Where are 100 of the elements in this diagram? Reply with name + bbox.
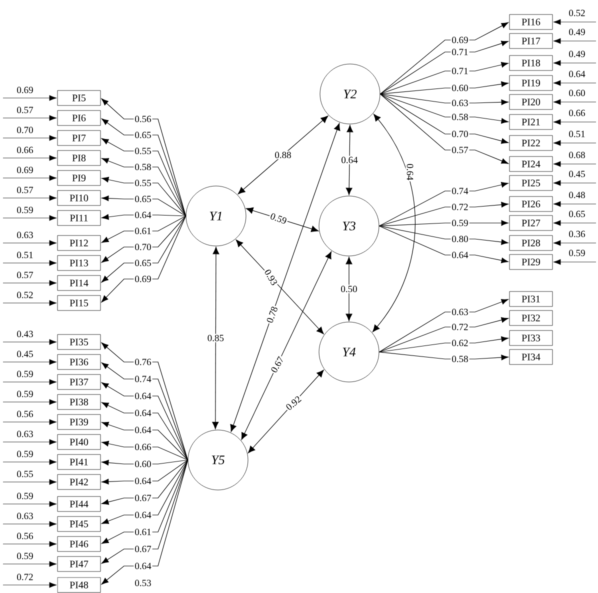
indicator-box: PI6 <box>57 110 101 126</box>
edge-label: 0.59 <box>17 492 33 500</box>
edge-label: 0.63 <box>17 512 33 520</box>
arrow <box>102 216 186 243</box>
arrow <box>241 251 332 440</box>
arrow <box>553 19 596 25</box>
arrow <box>380 81 508 94</box>
edge-label: 0.60 <box>134 460 152 468</box>
indicator-box: PI42 <box>57 474 101 490</box>
arrow <box>2 339 57 345</box>
indicator-box: PI26 <box>509 196 553 212</box>
indicator-box: PI9 <box>57 170 101 186</box>
edge-label: 0.85 <box>206 334 225 342</box>
arrow <box>102 460 188 524</box>
edge-label: 0.61 <box>134 226 152 236</box>
arrow <box>101 382 188 460</box>
arrow <box>2 155 57 161</box>
arrow <box>378 182 508 226</box>
arrow <box>2 115 57 121</box>
arrow <box>553 80 596 86</box>
arrow <box>553 140 596 146</box>
edge-label: 0.78 <box>265 304 280 325</box>
edge-label: 0.58 <box>134 162 152 172</box>
arrow <box>553 240 596 246</box>
indicator-box: PI19 <box>509 75 553 91</box>
arrow <box>378 352 508 360</box>
arrow <box>378 202 508 226</box>
edge-label: 0.64 <box>134 510 152 520</box>
arrow <box>2 215 57 221</box>
arrow <box>2 479 57 485</box>
arrow <box>2 175 57 181</box>
edge-label: 0.60 <box>569 90 585 96</box>
arrow <box>102 440 188 460</box>
edge-label: 0.64 <box>340 156 359 164</box>
indicator-box: PI22 <box>509 135 553 151</box>
edge-label: 0.74 <box>134 374 152 384</box>
edge-label: 0.59 <box>268 211 289 226</box>
indicator-box: PI46 <box>57 536 101 552</box>
edge-label: 0.70 <box>134 242 152 252</box>
arrow <box>102 460 188 544</box>
edge-label: 0.52 <box>569 10 585 16</box>
indicator-box: PI32 <box>509 310 553 326</box>
edge-label: 0.64 <box>134 210 152 220</box>
edge-label: 0.72 <box>450 202 470 212</box>
edge-label: 0.55 <box>134 178 152 188</box>
edge-label: 0.64 <box>134 476 152 486</box>
indicator-box: PI5 <box>57 90 101 106</box>
arrow <box>102 214 186 220</box>
edge-label: 0.36 <box>569 230 586 238</box>
edge-label: 0.59 <box>450 218 470 228</box>
edge-label: 0.59 <box>17 552 33 560</box>
edge-label: 0.57 <box>450 146 470 154</box>
indicator-box: PI25 <box>509 175 553 191</box>
edge-label: 0.48 <box>569 192 585 198</box>
edge-label: 0.69 <box>17 166 33 174</box>
edge-label: 0.51 <box>17 252 33 258</box>
arrow <box>380 94 508 124</box>
indicator-box: PI24 <box>509 156 553 172</box>
edge-label: 0.72 <box>17 574 33 580</box>
edge-label: 0.64 <box>450 250 470 260</box>
arrow <box>380 22 508 94</box>
arrow <box>378 336 508 352</box>
edge-label: 0.64 <box>134 408 152 418</box>
arrow <box>248 370 324 454</box>
arrow <box>102 460 188 505</box>
arrow <box>346 124 354 196</box>
edge-label: 0.70 <box>17 126 33 134</box>
arrow <box>102 196 186 216</box>
arrow <box>102 422 188 460</box>
edge-label: 0.71 <box>450 48 470 56</box>
arrow <box>380 94 508 105</box>
edge-label: 0.65 <box>134 258 152 268</box>
edge-label: 0.64 <box>406 162 414 182</box>
indicator-box: PI17 <box>509 33 553 49</box>
edge-label: 0.93 <box>262 267 280 288</box>
edge-label: 0.49 <box>569 28 585 36</box>
arrow <box>102 460 188 484</box>
indicator-box: PI7 <box>57 130 101 146</box>
edge-label: 0.59 <box>17 370 33 378</box>
arrow <box>378 317 508 352</box>
arrow <box>378 226 508 264</box>
arrow <box>346 256 352 322</box>
arrow <box>102 402 188 460</box>
edge-label: 0.69 <box>134 274 152 284</box>
arrow <box>378 226 508 245</box>
edge-label: 0.69 <box>450 36 470 44</box>
edge-label: 0.63 <box>17 232 33 238</box>
edge-label: 0.51 <box>569 130 585 138</box>
edge-label: 0.59 <box>17 206 33 214</box>
indicator-box: PI14 <box>57 275 101 291</box>
arrow <box>2 439 57 445</box>
arrow <box>102 176 186 216</box>
arrow <box>2 399 57 405</box>
edge-label: 0.58 <box>450 112 470 122</box>
arrow <box>101 362 188 460</box>
arrow <box>2 419 57 425</box>
edge-label: 0.88 <box>274 150 292 160</box>
indicator-box: PI38 <box>57 394 101 410</box>
edge-label: 0.92 <box>284 394 304 412</box>
edge-label: 0.68 <box>569 152 585 158</box>
